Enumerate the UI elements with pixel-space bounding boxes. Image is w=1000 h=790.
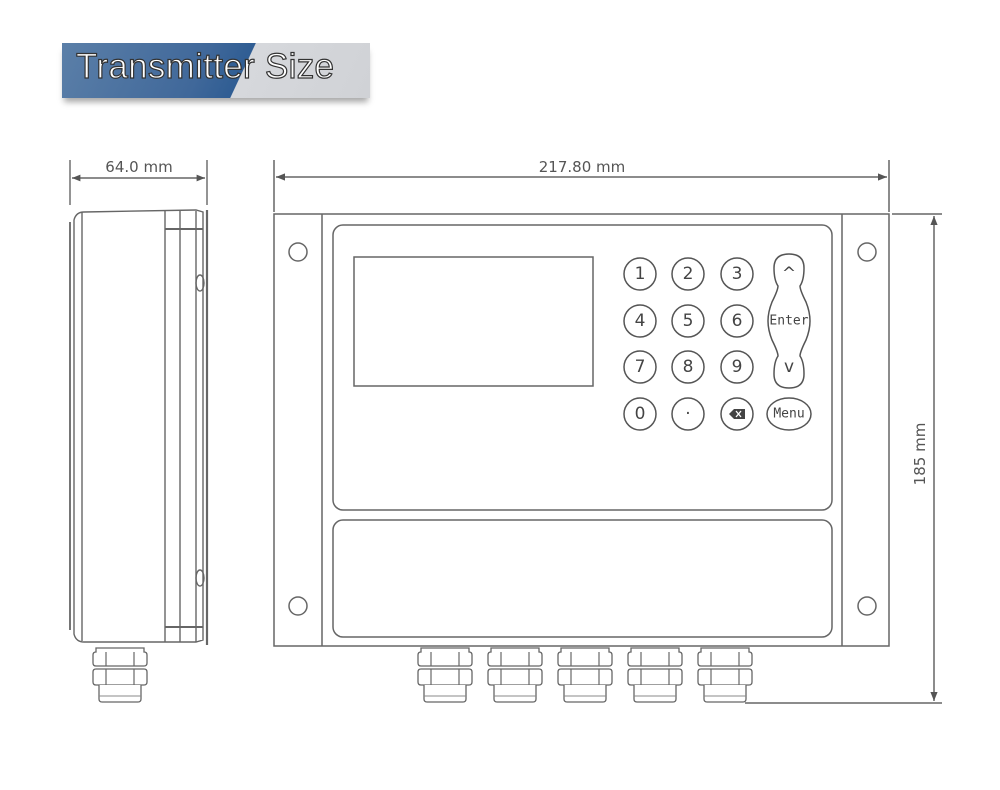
up-arrow-icon: ^ bbox=[782, 264, 796, 284]
down-arrow-icon: v bbox=[784, 357, 794, 377]
key-2-button[interactable] bbox=[671, 257, 705, 291]
side-view bbox=[69, 160, 209, 703]
page-title: Transmitter Size bbox=[75, 46, 335, 86]
key-9-button[interactable] bbox=[720, 350, 754, 384]
key-9-label: 9 bbox=[732, 357, 743, 377]
front-height-label: 185 mm bbox=[911, 423, 929, 486]
front-view bbox=[273, 160, 942, 704]
side-depth-label: 64.0 mm bbox=[105, 158, 172, 176]
keypad-labels: 1 2 3 4 5 6 7 8 9 0 · ^ Enter v Menu bbox=[635, 264, 809, 424]
key-4-button[interactable] bbox=[623, 304, 657, 338]
key-8-button[interactable] bbox=[671, 350, 705, 384]
key-5-label: 5 bbox=[683, 311, 694, 331]
key-8-label: 8 bbox=[683, 357, 694, 377]
key-7-button[interactable] bbox=[623, 350, 657, 384]
key-3-label: 3 bbox=[732, 264, 743, 284]
title-banner: Transmitter Size bbox=[62, 43, 370, 98]
key-5-button[interactable] bbox=[671, 304, 705, 338]
key-1-label: 1 bbox=[635, 264, 646, 284]
key-dot-label: · bbox=[685, 404, 690, 424]
backspace-button[interactable] bbox=[720, 397, 754, 431]
nav-enter-button[interactable] bbox=[767, 253, 811, 389]
enter-label: Enter bbox=[769, 314, 808, 329]
key-7-label: 7 bbox=[635, 357, 646, 377]
front-width-label: 217.80 mm bbox=[539, 158, 625, 176]
key-2-label: 2 bbox=[683, 264, 694, 284]
menu-label: Menu bbox=[773, 407, 804, 422]
key-dot-button[interactable] bbox=[671, 397, 705, 431]
key-6-label: 6 bbox=[732, 311, 743, 331]
backspace-icon bbox=[729, 409, 745, 419]
key-1-button[interactable] bbox=[623, 257, 657, 291]
key-4-label: 4 bbox=[635, 311, 646, 331]
key-0-label: 0 bbox=[635, 404, 646, 424]
menu-button[interactable] bbox=[766, 397, 812, 431]
key-0-button[interactable] bbox=[623, 397, 657, 431]
keypad bbox=[623, 253, 812, 431]
key-3-button[interactable] bbox=[720, 257, 754, 291]
key-6-button[interactable] bbox=[720, 304, 754, 338]
